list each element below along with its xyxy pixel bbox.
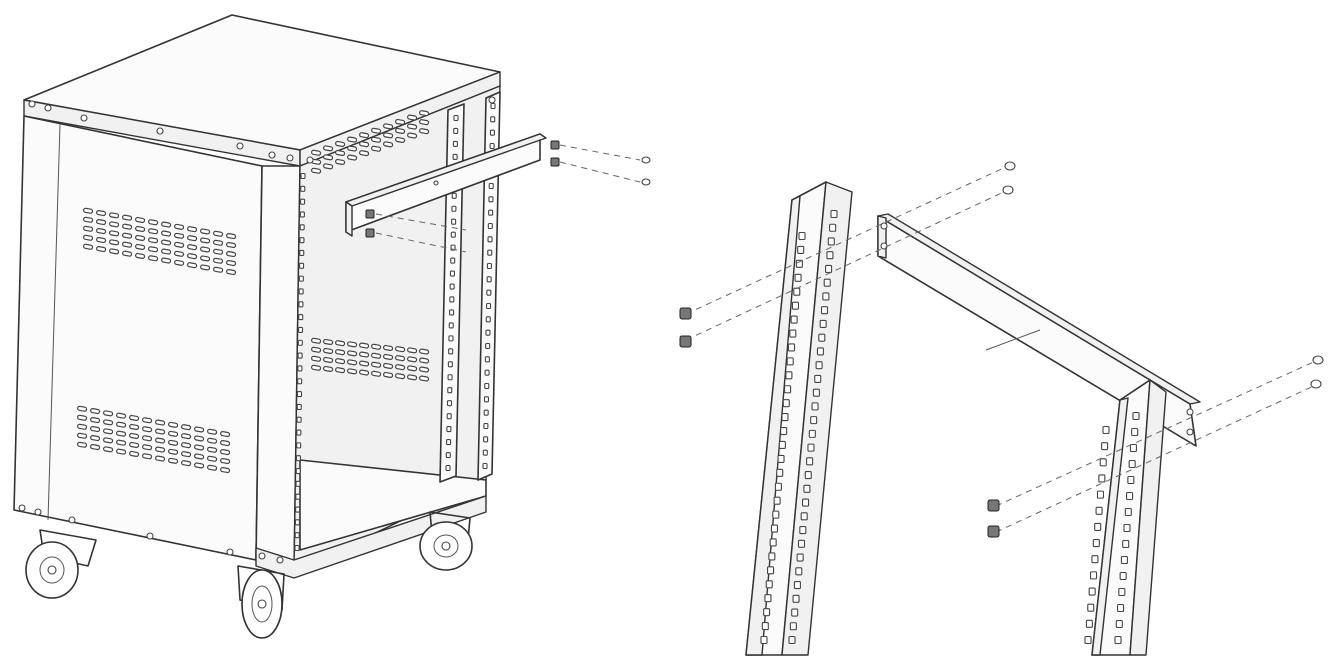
rack-rail-closeup-panel: [679, 161, 1324, 656]
rack-rail-bar: [877, 213, 1201, 447]
cabinet-side-panel: [13, 115, 263, 561]
rail-cage-nuts: [679, 307, 1000, 538]
cabinet-front-post: [255, 165, 301, 573]
cabinet-rear-rail-left: [439, 103, 465, 483]
bar-screws: [641, 156, 651, 186]
right-upright-post: [1084, 379, 1167, 656]
cabinet-bottom-edge: [255, 495, 487, 579]
caster-front-left: [25, 529, 97, 599]
side-vent-lower: [77, 405, 231, 474]
cabinet-with-rail-panel: [13, 14, 651, 639]
front-post-holes: [294, 172, 306, 552]
bar-nuts: [365, 140, 560, 238]
caster-rear-right: [419, 511, 473, 571]
rail-screw-guides: [685, 165, 1319, 533]
back-vent-upper: [311, 110, 430, 174]
cabinet-rack-rail-bar: [345, 133, 547, 237]
bar-screw-guides: [375, 144, 641, 253]
side-vent-upper: [83, 207, 237, 276]
back-vent-lower: [311, 337, 430, 382]
cabinet-frame-screws: [18, 96, 496, 564]
rail-screws: [1002, 161, 1324, 389]
cabinet-rear-rail-right: [477, 91, 501, 481]
left-upright-post: [745, 181, 853, 656]
caster-front-right: [237, 565, 285, 639]
